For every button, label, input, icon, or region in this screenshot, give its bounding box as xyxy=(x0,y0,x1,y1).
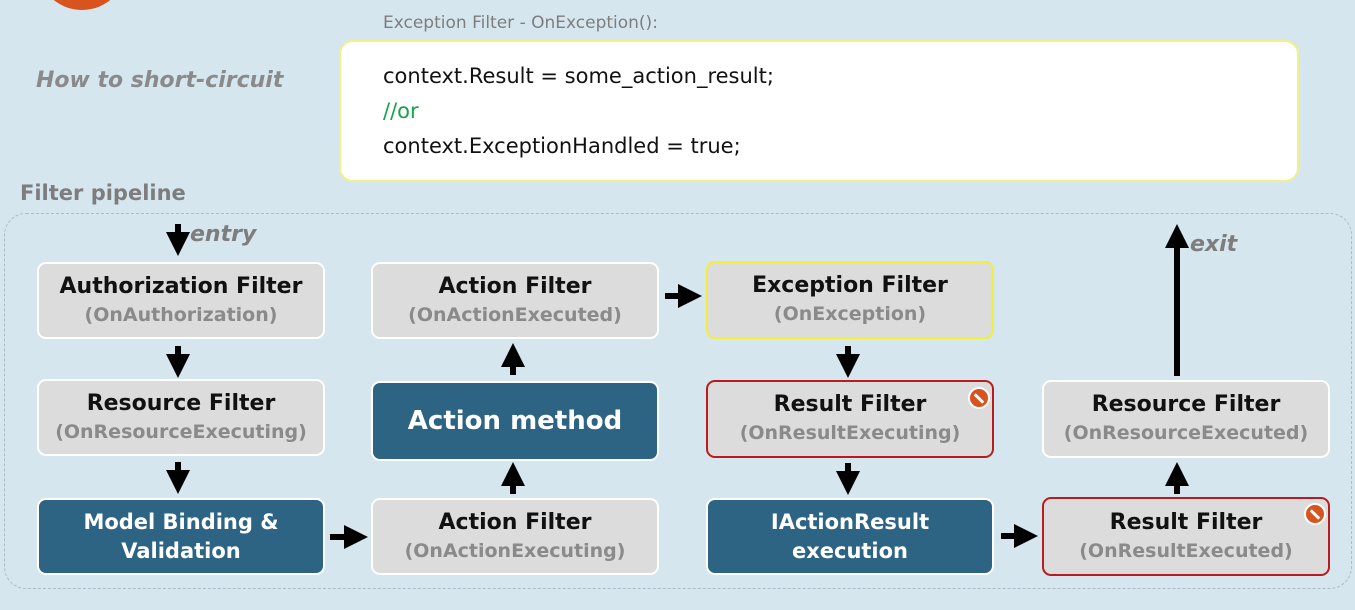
node-subtitle: (OnAuthorization) xyxy=(84,303,278,326)
authorization-filter-node: Authorization Filter (OnAuthorization) xyxy=(37,262,325,339)
node-title-line-1: Model Binding & xyxy=(83,509,279,534)
node-subtitle: (OnResultExecuted) xyxy=(1079,539,1293,562)
node-subtitle: (OnResourceExecuting) xyxy=(55,420,307,443)
entry-label: entry xyxy=(190,222,257,247)
pipeline-label: Filter pipeline xyxy=(20,181,186,205)
logo-circle xyxy=(37,0,127,10)
node-title: Resource Filter xyxy=(1091,392,1281,417)
node-subtitle: (OnActionExecuting) xyxy=(404,539,626,562)
exception-filter-node: Exception Filter (OnException) xyxy=(706,261,994,339)
pipeline-area xyxy=(4,213,1352,589)
code-line-3: context.ExceptionHandled = true; xyxy=(383,134,741,158)
resource-filter-executed-node: Resource Filter (OnResourceExecuted) xyxy=(1042,380,1330,458)
node-title: Authorization Filter xyxy=(59,273,303,299)
result-filter-executing-node: Result Filter (OnResultExecuting) xyxy=(706,380,994,458)
resource-filter-executing-node: Resource Filter (OnResourceExecuting) xyxy=(37,379,325,456)
node-title: Action method xyxy=(407,405,623,436)
model-binding-node: Model Binding & Validation xyxy=(37,498,325,575)
result-filter-executed-node: Result Filter (OnResultExecuted) xyxy=(1042,497,1330,576)
node-title-line-2: execution xyxy=(791,538,909,563)
action-method-node: Action method xyxy=(371,381,659,461)
node-title: Result Filter xyxy=(1109,509,1263,535)
node-title-line-1: IActionResult xyxy=(770,509,930,534)
blocked-icon xyxy=(968,387,990,409)
node-subtitle: (OnResourceExecuted) xyxy=(1063,422,1309,444)
node-title: Result Filter xyxy=(773,392,927,417)
node-subtitle: (OnResultExecuting) xyxy=(739,422,961,444)
node-title-line-2: Validation xyxy=(121,538,241,563)
node-title: Exception Filter xyxy=(752,273,948,298)
exit-label: exit xyxy=(1190,232,1238,257)
code-comment: //or xyxy=(383,99,419,123)
code-box: context.Result = some_action_result; //o… xyxy=(339,40,1299,182)
node-title: Resource Filter xyxy=(86,390,276,416)
node-title: Action Filter xyxy=(438,509,592,535)
action-filter-executing-node: Action Filter (OnActionExecuting) xyxy=(371,498,659,575)
code-caption: Exception Filter - OnException(): xyxy=(383,13,658,33)
iactionresult-execution-node: IActionResult execution xyxy=(706,498,994,575)
node-subtitle: (OnActionExecuted) xyxy=(408,303,622,326)
short-circuit-label: How to short-circuit xyxy=(36,68,284,93)
code-line-1: context.Result = some_action_result; xyxy=(383,64,774,88)
action-filter-executed-node: Action Filter (OnActionExecuted) xyxy=(371,262,659,339)
node-title: Action Filter xyxy=(438,273,592,299)
blocked-icon xyxy=(1304,503,1326,525)
node-subtitle: (OnException) xyxy=(773,303,927,325)
